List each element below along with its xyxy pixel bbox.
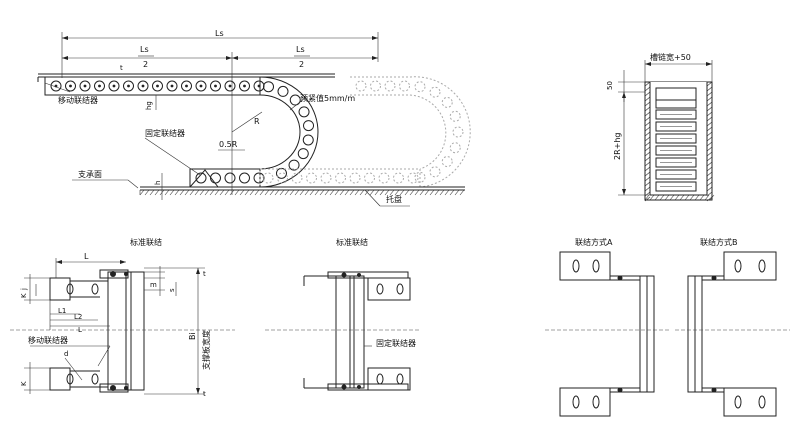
dim-t2: t (203, 390, 206, 398)
chain-link (289, 94, 301, 106)
label-slot-width: 槽链宽+50 (650, 52, 691, 62)
chain-link (195, 172, 207, 184)
connection-a: 联结方式A (545, 237, 670, 417)
chain-link (210, 172, 221, 184)
label-support-surface: 支承面 (78, 169, 102, 179)
chain-link (303, 120, 315, 132)
title-standard-1: 标准联结 (130, 237, 162, 247)
chain-link (288, 159, 300, 171)
chain-link (298, 106, 310, 118)
chain-link (94, 80, 105, 92)
label-fifty: 50 (606, 81, 614, 90)
side-view: 槽链宽+50 50 2R+hg (606, 52, 715, 202)
dim-L3: L (78, 326, 82, 334)
label-h: h (154, 181, 162, 185)
chain-link (108, 80, 120, 92)
label-prestress: 预紧值5mm/m (300, 93, 355, 103)
chain-link (275, 167, 287, 179)
main-view: Ls Ls 2 Ls 2 (37, 29, 471, 207)
dim-s: s (168, 288, 176, 292)
chain-link (137, 80, 149, 92)
label-hg: hg (145, 101, 153, 110)
chain-link (152, 80, 163, 92)
dim-ls-half-right: Ls (296, 45, 305, 54)
chain-link (253, 172, 265, 184)
label-radius: R (254, 117, 260, 126)
dim-ls-half-left: Ls (140, 45, 149, 54)
label-half-r: 0.5R (219, 140, 238, 149)
label-fixed-connector-2: 固定联结器 (376, 338, 416, 348)
dim-L1: L1 (58, 307, 66, 315)
connection-b: 联结方式B (675, 237, 790, 417)
chain-link (263, 81, 275, 93)
chain-link (297, 148, 309, 160)
chain-link (277, 85, 289, 97)
label-fixed-connector: 固定联结器 (145, 128, 185, 138)
label-support-width: 支撑板宽度 (201, 330, 211, 370)
dim-ls-half-right-den: 2 (299, 60, 304, 69)
dim-L2: L2 (74, 313, 82, 321)
dim-K2: K (20, 381, 28, 386)
label-moving-connector: 移动联结器 (58, 95, 98, 105)
chain-link (166, 80, 178, 92)
chain-link (195, 80, 207, 92)
label-moving-connector-2: 移动联结器 (28, 335, 68, 345)
standard-connection-2: 标准联结 固定联结器 (265, 237, 420, 391)
chain-link (50, 80, 62, 92)
title-connection-b: 联结方式B (700, 237, 738, 247)
upper-chain-run (44, 76, 265, 96)
dim-m: m (150, 281, 157, 289)
dim-K: K (20, 293, 28, 298)
dim-t1: t (203, 270, 206, 278)
label-tray: 托盘 (386, 194, 402, 204)
dim-d: d (64, 350, 68, 358)
chain-link (210, 80, 221, 92)
chain-link (224, 80, 236, 92)
chain-link (123, 80, 134, 92)
chain-link (239, 80, 250, 92)
chain-link (79, 80, 91, 92)
chain-link (181, 80, 192, 92)
standard-connection-1: 标准联结 L j K (10, 237, 235, 398)
dim-j: j (20, 288, 28, 291)
chain-link (224, 172, 236, 184)
chain-link (239, 172, 250, 184)
dim-L: L (84, 252, 89, 261)
dim-Bi: Bi (188, 332, 197, 340)
label-2r-hg: 2R+hg (613, 133, 622, 161)
chain-link (65, 80, 76, 92)
title-standard-2: 标准联结 (336, 237, 368, 247)
chain-link (302, 134, 314, 146)
title-connection-a: 联结方式A (575, 237, 613, 247)
dim-ls: Ls (215, 29, 224, 38)
dim-ls-half-left-den: 2 (143, 60, 148, 69)
label-t-top: t (120, 64, 123, 72)
